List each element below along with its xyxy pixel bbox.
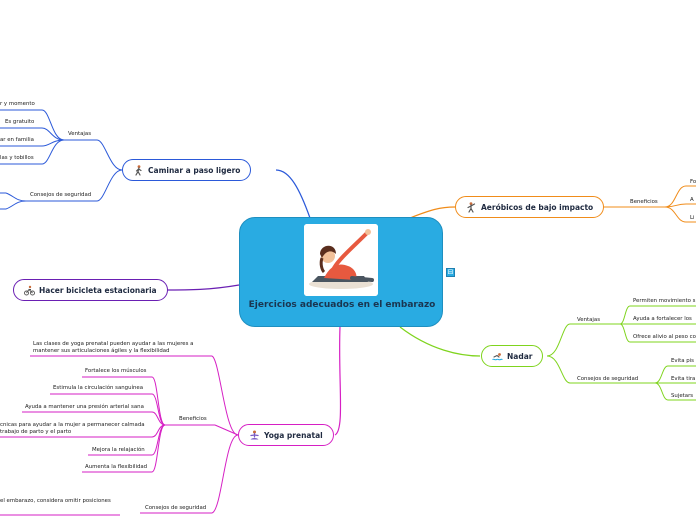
link-nadar	[399, 326, 481, 357]
aerobicos-beneficio-1[interactable]: Fo	[690, 179, 696, 185]
central-topic[interactable]: Ejercicios adecuados en el embarazo	[239, 217, 443, 327]
link-bicicleta	[162, 284, 240, 291]
caminar-ventajas-label[interactable]: Ventajas	[68, 131, 92, 137]
meditation-icon	[249, 430, 260, 441]
topic-bicicleta-label: Hacer bicicleta estacionaria	[39, 285, 157, 295]
yoga-beneficio-2[interactable]: Estimula la circulación sanguínea	[53, 385, 144, 391]
topic-nadar-label: Nadar	[507, 351, 533, 361]
aerobicos-beneficio-3[interactable]: Li	[690, 215, 695, 221]
nadar-consejo-1[interactable]: Evita pis	[671, 358, 694, 364]
yoga-intro-line-2[interactable]: mantener sus articulaciones ágiles y la …	[33, 348, 170, 354]
caminar-ventaja-3[interactable]: ar en familia	[0, 137, 34, 143]
yoga-beneficio-4-cont[interactable]: trabajo de parto y el parto	[0, 429, 72, 435]
topic-caminar[interactable]: Caminar a paso ligero	[122, 159, 252, 181]
topic-aerobicos[interactable]: Aeróbicos de bajo impacto	[455, 196, 605, 218]
nadar-ventajas-label[interactable]: Ventajas	[577, 317, 601, 323]
caminar-ventaja-1[interactable]: r y momento	[0, 101, 35, 107]
nadar-ventaja-3[interactable]: Ofrece alivio al peso co	[633, 334, 696, 340]
link-yoga	[334, 326, 342, 436]
yoga-beneficio-4[interactable]: cnicas para ayudar a la mujer a permanec…	[0, 422, 145, 428]
yoga-beneficio-1[interactable]: Fortalece los músculos	[85, 368, 147, 374]
pregnant-woman-illustration	[304, 224, 378, 296]
caminar-ventaja-4[interactable]: las y tobillos	[0, 155, 34, 161]
aerobicos-beneficios-label[interactable]: Beneficios	[630, 199, 658, 205]
link-aerobicos	[409, 206, 456, 219]
topic-bicicleta[interactable]: Hacer bicicleta estacionaria	[13, 279, 168, 301]
topic-yoga-label: Yoga prenatal	[264, 430, 323, 440]
yoga-consejo-1[interactable]: el embarazo, considera omitir posiciones	[0, 498, 111, 504]
yoga-beneficio-6[interactable]: Aumenta la flexibilidad	[85, 464, 148, 470]
topic-yoga[interactable]: Yoga prenatal	[238, 424, 334, 446]
caminar-consejos-label[interactable]: Consejos de seguridad	[30, 192, 92, 198]
walking-person-icon	[133, 164, 144, 176]
topic-aerobicos-label: Aeróbicos de bajo impacto	[481, 202, 594, 212]
central-title: Ejercicios adecuados en el embarazo	[248, 300, 436, 310]
topic-nadar[interactable]: Nadar	[481, 345, 544, 367]
nadar-ventaja-2[interactable]: Ayuda a fortalecer los	[633, 316, 692, 322]
nadar-consejo-2[interactable]: Evita tira	[671, 376, 696, 382]
yoga-beneficio-5[interactable]: Mejora la relajación	[92, 447, 145, 453]
topic-caminar-label: Caminar a paso ligero	[148, 165, 241, 175]
nadar-ventaja-1[interactable]: Permiten movimiento s	[633, 298, 696, 304]
link-caminar	[275, 169, 311, 219]
yoga-intro-line-1[interactable]: Las clases de yoga prenatal pueden ayuda…	[33, 341, 194, 347]
caminar-ventaja-2[interactable]: Es gratuito	[5, 119, 35, 125]
yoga-beneficio-3[interactable]: Ayuda a mantener una presión arterial sa…	[25, 404, 144, 410]
nadar-consejo-3[interactable]: Sujetars	[671, 393, 694, 399]
aerobics-person-icon	[466, 201, 477, 213]
collapse-toggle-icon[interactable]: ⊟	[446, 268, 455, 277]
yoga-beneficios-label[interactable]: Beneficios	[179, 416, 207, 422]
yoga-consejos-label[interactable]: Consejos de seguridad	[145, 505, 207, 511]
bicycle-icon	[24, 285, 35, 296]
aerobicos-beneficio-2[interactable]: A	[690, 197, 694, 203]
swimmer-icon	[492, 351, 503, 362]
nadar-consejos-label[interactable]: Consejos de seguridad	[577, 376, 639, 382]
